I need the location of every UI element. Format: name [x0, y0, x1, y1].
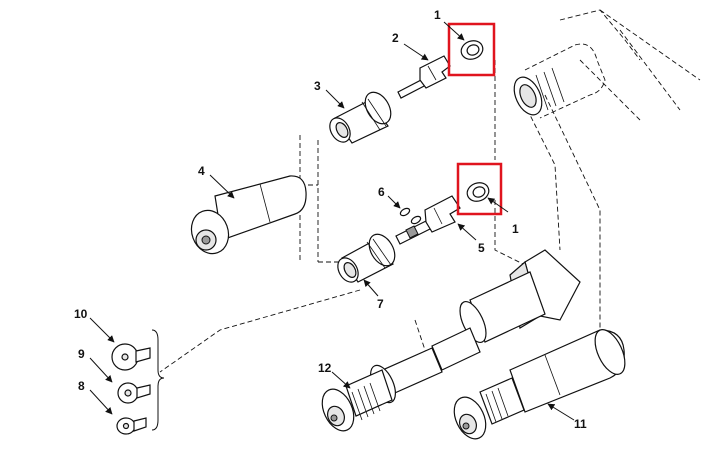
- part-7-collet-body: [337, 233, 396, 283]
- callout-8: 8: [78, 379, 85, 393]
- callout-1-lower: 1: [512, 222, 519, 236]
- callout-6: 6: [378, 185, 385, 199]
- callout-2: 2: [392, 31, 399, 45]
- part-9-cap: [117, 382, 151, 404]
- callout-11: 11: [574, 417, 587, 431]
- leader-arrows: [89, 21, 575, 421]
- part-1-washer-upper: [460, 40, 484, 60]
- part-5-electrode: [395, 195, 461, 245]
- part-4-tip-housing: [190, 175, 307, 255]
- highlight-box-lower: [456, 162, 503, 216]
- part-8-cap: [116, 417, 147, 435]
- part-10-cap: [111, 343, 151, 371]
- part-11-torch-body: [453, 329, 626, 440]
- part-3-collet-body: [329, 91, 392, 144]
- torch-head-phantom: [513, 9, 701, 119]
- callout-12: 12: [318, 361, 332, 375]
- part-1-washer-lower: [466, 182, 490, 202]
- callout-3: 3: [314, 79, 321, 93]
- highlight-box-upper: [447, 22, 496, 77]
- part-12-torch-body: [321, 249, 581, 432]
- callout-7: 7: [377, 297, 384, 311]
- part-6-o-ring: [399, 207, 422, 225]
- callout-1-upper: 1: [434, 8, 441, 22]
- parts-group-bracket: [151, 329, 165, 431]
- callout-5: 5: [478, 241, 485, 255]
- callout-10: 10: [74, 307, 88, 321]
- assembly-lines: [159, 59, 641, 373]
- part-2-electrode: [397, 55, 451, 99]
- callout-9: 9: [78, 347, 85, 361]
- callout-4: 4: [198, 164, 205, 178]
- callout-labels: 1 1 2 3 4 5 6 7 8 9 10 11 12: [74, 8, 587, 431]
